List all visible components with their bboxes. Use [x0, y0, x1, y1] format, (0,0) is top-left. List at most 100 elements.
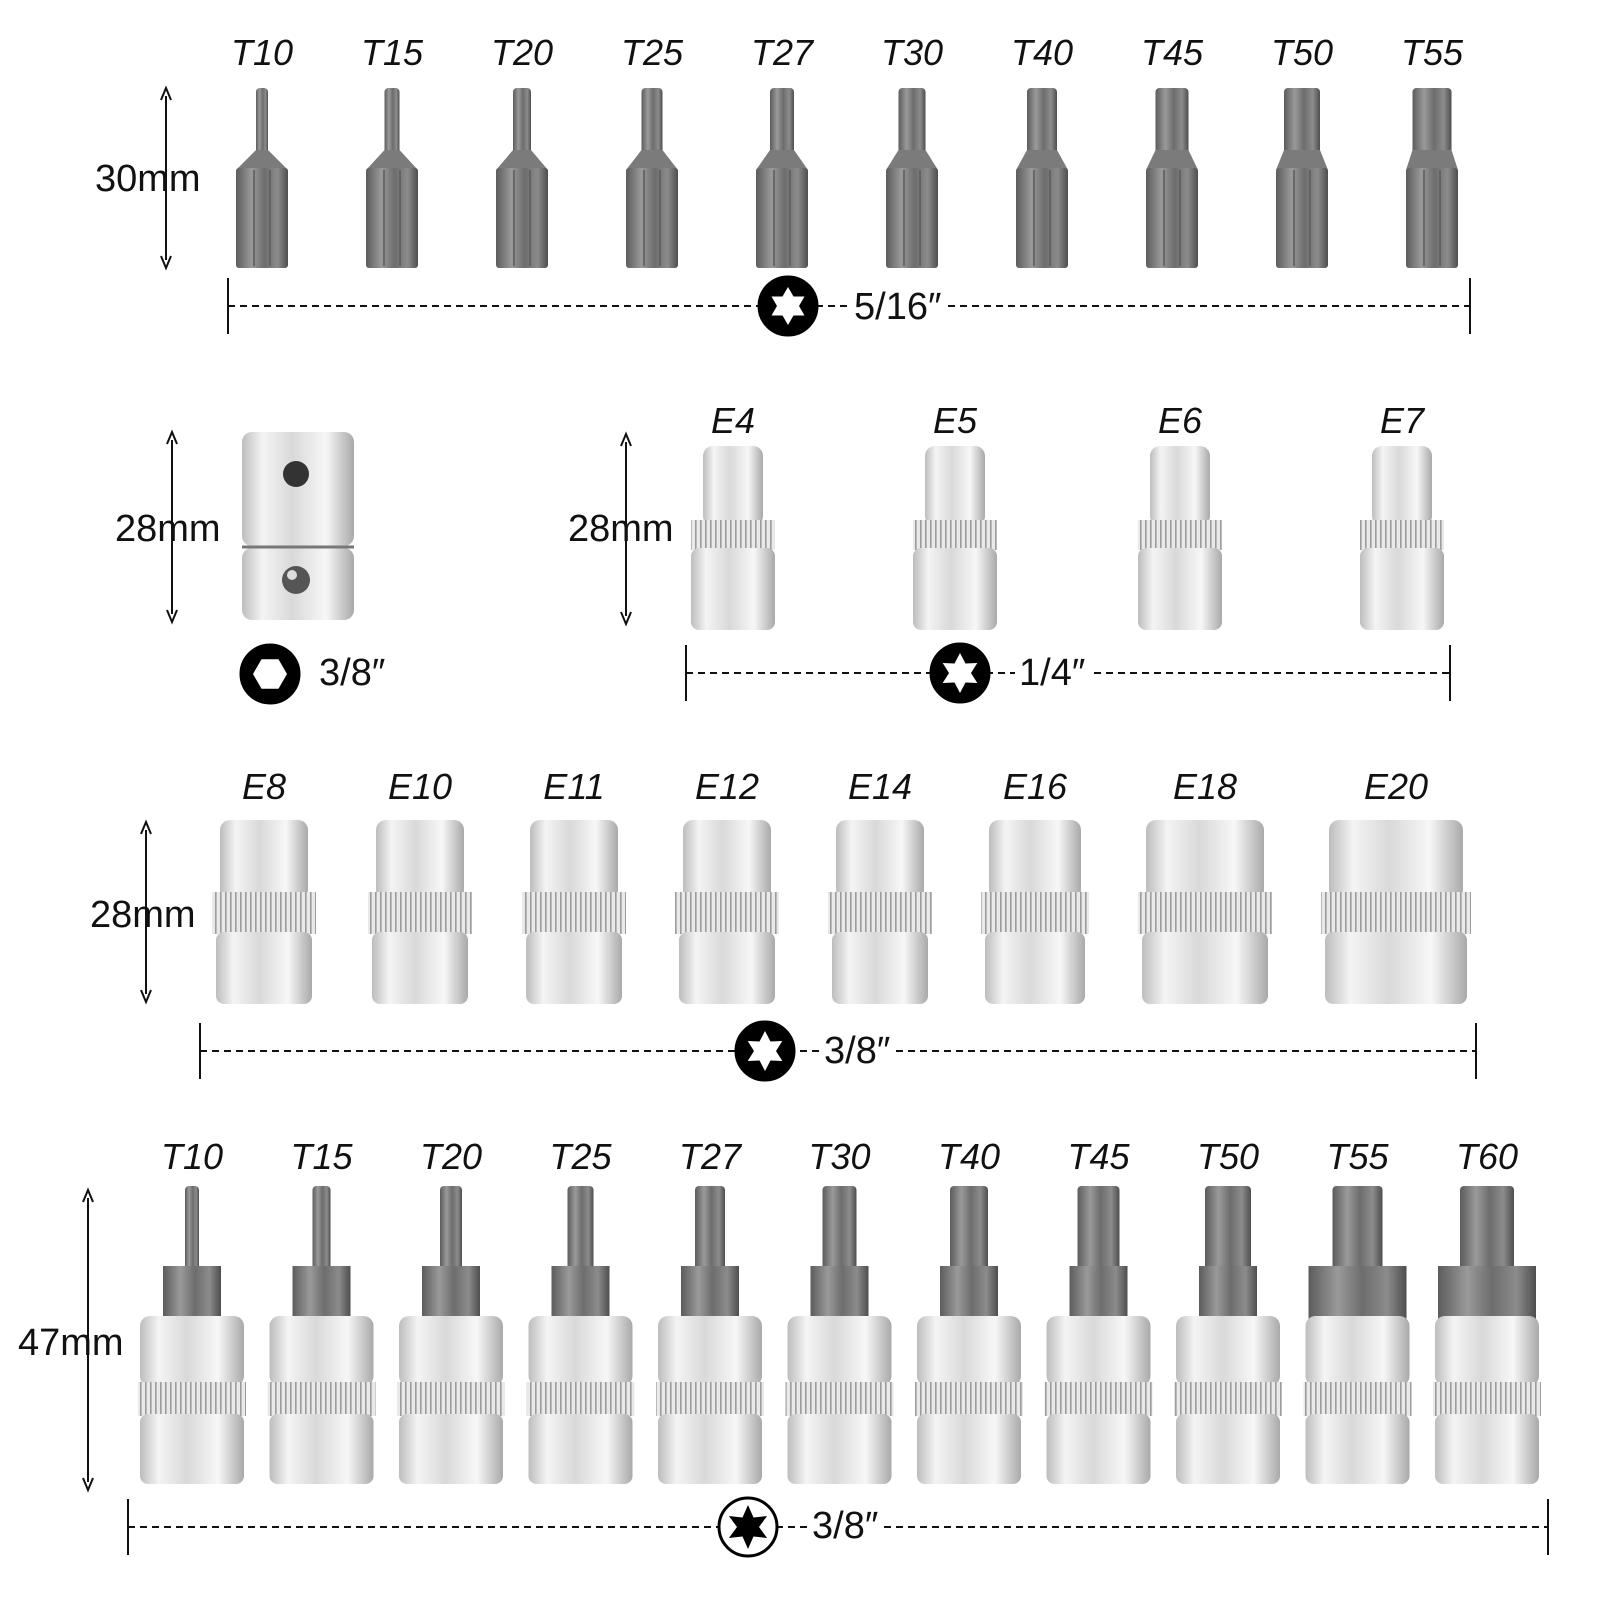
bit-tip [1284, 88, 1320, 158]
socket-top [1146, 820, 1264, 900]
row4-dimension: 47mm [18, 1322, 124, 1364]
socket-top [269, 1316, 374, 1386]
socket-knurl [1138, 520, 1222, 550]
size-label: T45 [1140, 32, 1204, 73]
size-label: T40 [1010, 32, 1074, 73]
bit-hex-shank [1406, 168, 1458, 268]
size-label: T10 [230, 32, 294, 73]
socket-top [220, 820, 308, 900]
bit-hex-shank [496, 168, 548, 268]
torx-tip [1332, 1186, 1383, 1276]
torx-tip [312, 1186, 331, 1276]
adapter-body-upper [242, 432, 354, 546]
hex-shank [1069, 1266, 1128, 1322]
torx-tip [185, 1186, 199, 1276]
bit-hex-shank [756, 168, 808, 268]
socket-base [1360, 548, 1444, 630]
bit-taper [1276, 150, 1328, 170]
row4-drive-size: 3/8″ [808, 1505, 883, 1548]
socket-top [376, 820, 464, 900]
socket-top [140, 1316, 244, 1386]
size-label: T15 [290, 1136, 353, 1177]
adapter-drive-size: 3/8″ [315, 652, 390, 695]
socket-knurl [397, 1382, 505, 1416]
socket-knurl [1044, 1382, 1153, 1416]
bit-tip [641, 88, 663, 158]
socket-base [1046, 1414, 1151, 1484]
socket-base [216, 932, 312, 1004]
torx-tip [1205, 1186, 1251, 1276]
arrow-head [140, 989, 152, 1005]
bit-tip [1155, 88, 1189, 158]
torx-shape [747, 1031, 783, 1071]
socket-base [985, 932, 1085, 1004]
hex-shank [292, 1266, 351, 1322]
arrow-head [82, 1187, 94, 1203]
size-label: T27 [678, 1136, 742, 1177]
socket-base [269, 1414, 374, 1484]
size-label: T40 [937, 1136, 1001, 1177]
torx-shape [771, 287, 805, 325]
socket-base [658, 1414, 762, 1484]
arrow-head [620, 431, 632, 447]
row3-dimension: 28mm [90, 894, 196, 936]
hex-shank [681, 1266, 739, 1322]
socket-base [526, 932, 622, 1004]
bit-taper [1016, 150, 1068, 170]
socket-knurl [785, 1382, 894, 1416]
bit-taper [496, 150, 548, 170]
row1-drive-size: 5/16″ [850, 286, 946, 329]
bit-hex-shank [626, 168, 678, 268]
torx-bit-socket-row [138, 1186, 1541, 1484]
socket-base [1176, 1414, 1280, 1484]
socket-knurl [981, 892, 1089, 934]
size-label: E6 [1157, 400, 1203, 441]
bit-hex-shank [1276, 168, 1328, 268]
socket-top [399, 1316, 503, 1386]
arrow-head [160, 85, 172, 101]
size-label: E14 [847, 766, 913, 807]
row1-dimension: 30mm [95, 158, 201, 200]
hex-shank [940, 1266, 998, 1322]
size-label: E11 [543, 766, 605, 807]
socket-top [1046, 1316, 1151, 1386]
bit-hex-shank [1146, 168, 1198, 268]
socket-knurl [1360, 520, 1444, 550]
socket-knurl [368, 892, 472, 934]
bit-tip [770, 88, 794, 158]
hex-shank [810, 1266, 869, 1322]
socket-knurl [267, 1382, 376, 1416]
size-label: T20 [490, 32, 554, 73]
bit-taper [366, 150, 418, 170]
torx-tip [1460, 1186, 1514, 1276]
socket-knurl [1174, 1382, 1282, 1416]
torx-tip [567, 1186, 594, 1276]
row2-drive-size: 1/4″ [1015, 652, 1090, 695]
size-label: E7 [1379, 400, 1425, 441]
socket-knurl [1321, 892, 1471, 934]
bit-tip [384, 88, 400, 158]
bit-hex-shank [1016, 168, 1068, 268]
bit-taper [626, 150, 678, 170]
e-socket-row-large [212, 820, 1471, 1004]
socket-base [372, 932, 468, 1004]
socket-knurl [915, 1382, 1023, 1416]
size-label: T20 [419, 1136, 483, 1177]
adapter-socket [242, 432, 354, 620]
hex-shank [422, 1266, 480, 1322]
socket-base [1325, 932, 1467, 1004]
size-label: T50 [1270, 32, 1334, 73]
bit-hex-shank [886, 168, 938, 268]
size-label: T25 [620, 32, 684, 73]
socket-knurl [828, 892, 932, 934]
socket-base [917, 1414, 1021, 1484]
hex-shank [551, 1266, 610, 1322]
size-label: T27 [750, 32, 814, 73]
adapter-dimension: 28mm [115, 508, 221, 550]
torx-shape [942, 653, 978, 693]
socket-top [787, 1316, 892, 1386]
socket-top [917, 1316, 1021, 1386]
bit-taper [1146, 150, 1198, 170]
bit-tip [513, 88, 531, 158]
size-label: E4 [710, 400, 756, 441]
